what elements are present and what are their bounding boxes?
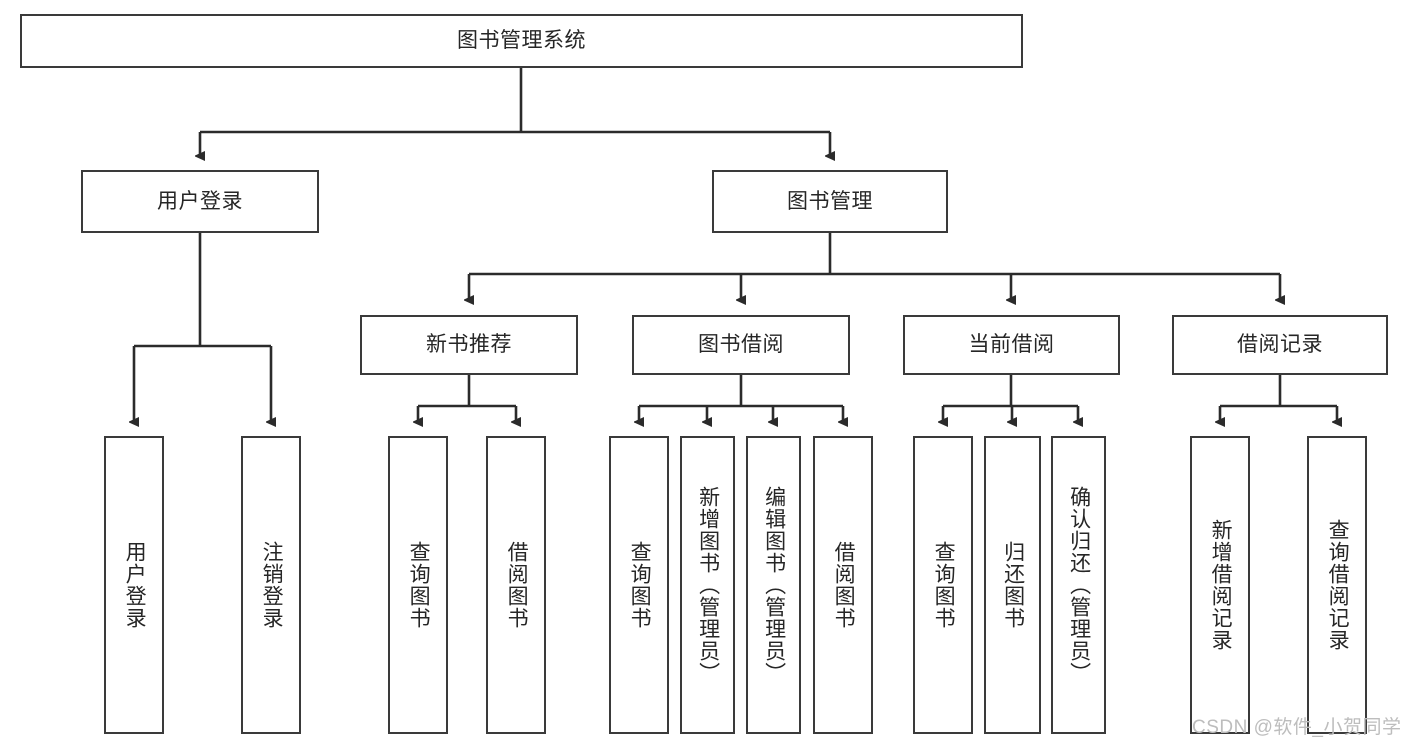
node-leaf-logout-label: 注销登录 [260,541,284,629]
node-leaf-confirm-return[interactable]: 确认归还（管理员） [1051,436,1106,734]
edges-newbook-to-leaves [418,375,516,422]
node-user-login-label: 用户登录 [157,189,243,213]
node-current-borrow-label: 当前借阅 [968,333,1055,357]
node-leaf-user-login[interactable]: 用户登录 [104,436,164,734]
node-leaf-logout[interactable]: 注销登录 [241,436,301,734]
node-leaf-user-login-label: 用户登录 [123,541,147,629]
node-leaf-add-book-label: 新增图书（管理员） [696,486,720,684]
node-leaf-query-book-2-label: 查询图书 [628,541,652,629]
node-book-management[interactable]: 图书管理 [712,170,948,233]
node-leaf-query-book-2[interactable]: 查询图书 [609,436,669,734]
node-leaf-borrow-book-1-label: 借阅图书 [505,541,529,629]
edges-bookmgmt-to-level2 [469,233,1280,300]
node-book-borrow-label: 图书借阅 [698,333,784,357]
node-leaf-query-book-3-label: 查询图书 [932,541,956,629]
node-leaf-query-book-1[interactable]: 查询图书 [388,436,448,734]
node-leaf-query-borrow-record[interactable]: 查询借阅记录 [1307,436,1367,734]
node-borrow-record-label: 借阅记录 [1237,333,1323,357]
edges-userlogin-to-leaves [134,233,271,422]
node-leaf-edit-book[interactable]: 编辑图书（管理员） [746,436,801,734]
node-new-book-recommend-label: 新书推荐 [426,333,512,357]
node-leaf-query-borrow-record-label: 查询借阅记录 [1326,519,1350,651]
node-user-login[interactable]: 用户登录 [81,170,319,233]
edges-currentborrow-to-leaves [943,375,1078,422]
edges-borrowrecord-to-leaves [1220,375,1337,422]
node-leaf-confirm-return-label: 确认归还（管理员） [1067,486,1091,684]
node-leaf-return-book[interactable]: 归还图书 [984,436,1041,734]
node-leaf-borrow-book-2-label: 借阅图书 [832,541,856,629]
node-root-system[interactable]: 图书管理系统 [20,14,1023,68]
node-leaf-add-borrow-record[interactable]: 新增借阅记录 [1190,436,1250,734]
node-leaf-borrow-book-1[interactable]: 借阅图书 [486,436,546,734]
node-leaf-add-borrow-record-label: 新增借阅记录 [1209,519,1233,651]
node-book-management-label: 图书管理 [787,189,873,213]
node-leaf-add-book[interactable]: 新增图书（管理员） [680,436,735,734]
node-leaf-borrow-book-2[interactable]: 借阅图书 [813,436,873,734]
node-leaf-query-book-3[interactable]: 查询图书 [913,436,973,734]
node-current-borrow[interactable]: 当前借阅 [903,315,1120,375]
node-root-label: 图书管理系统 [457,29,586,53]
edges-root-to-level1 [200,68,830,156]
node-leaf-query-book-1-label: 查询图书 [407,541,431,629]
node-book-borrow[interactable]: 图书借阅 [632,315,850,375]
node-new-book-recommend[interactable]: 新书推荐 [360,315,578,375]
csdn-watermark: CSDN @软件_小贺同学 [1192,717,1402,738]
edges-bookborrow-to-leaves [639,375,843,422]
node-borrow-record[interactable]: 借阅记录 [1172,315,1388,375]
node-leaf-edit-book-label: 编辑图书（管理员） [762,486,786,684]
node-leaf-return-book-label: 归还图书 [1001,541,1025,629]
